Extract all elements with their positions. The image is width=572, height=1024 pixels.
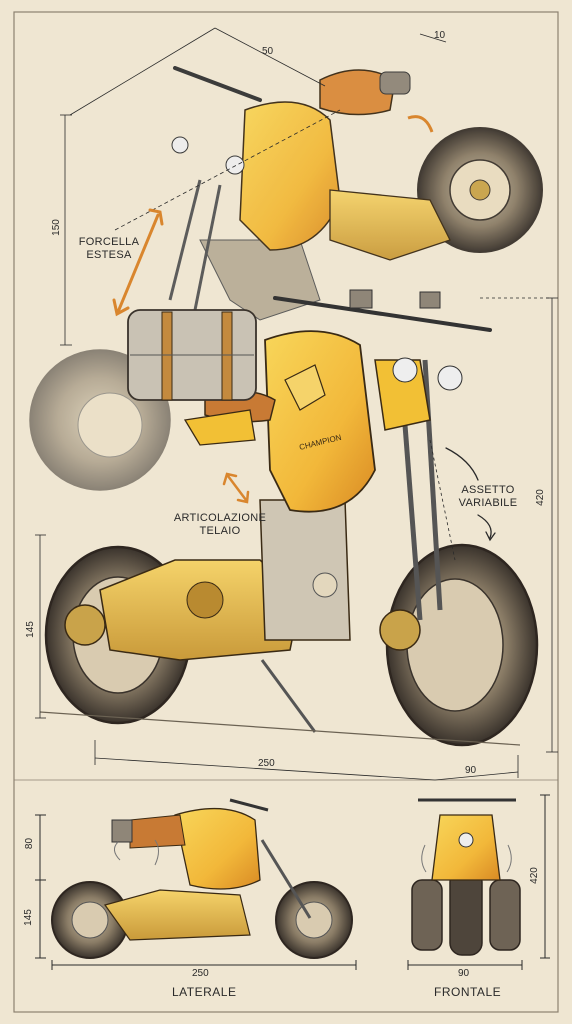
top-bike-illustration — [168, 66, 543, 321]
forcella-arrow — [112, 208, 164, 317]
dim-main-wheelbase: 250 — [258, 758, 275, 769]
caption-laterale: LATERALE — [172, 985, 237, 999]
main-kickstand — [260, 659, 317, 733]
main-headlight-1 — [392, 357, 418, 383]
top-engine — [329, 189, 451, 261]
main-bike-illustration: CHAMPION — [39, 289, 539, 747]
top-handlebar — [173, 66, 262, 102]
main-fuel-tank — [264, 330, 376, 513]
top-fuel-tank — [239, 101, 341, 251]
articolazione-label: ARTICOLAZIONE TELAIO — [160, 512, 280, 538]
dim-top-height: 150 — [50, 219, 62, 236]
side-fuel-tank — [174, 807, 261, 890]
assetto-label: ASSETTO VARIABILE — [452, 484, 524, 510]
articolazione-arrow — [222, 472, 250, 504]
dim-main-height-front: 420 — [534, 489, 546, 506]
dim-top-length: 50 — [262, 46, 274, 57]
top-seat — [319, 69, 396, 116]
main-headlight-2 — [437, 365, 463, 391]
dim-side-upper: 80 — [24, 837, 36, 850]
assetto-label-line2: VARIABILE — [458, 497, 518, 509]
main-ground-line — [39, 711, 521, 746]
dim-front-width: 90 — [458, 968, 470, 979]
articolazione-label-line1: ARTICOLAZIONE — [173, 512, 267, 524]
frame-border — [13, 11, 559, 1013]
dim-main-height-rear: 145 — [24, 621, 36, 638]
forcella-label: FORCELLA ESTESA — [74, 236, 144, 262]
dim-front-height: 420 — [528, 867, 540, 884]
dim-side-length: 250 — [192, 968, 209, 979]
dim-main-front-ext: 90 — [465, 765, 477, 776]
dim-side-lower: 145 — [22, 909, 34, 926]
front-dimension-lines — [407, 794, 550, 970]
assetto-arrow — [445, 447, 496, 542]
front-center-wheel — [449, 869, 483, 956]
top-curved-arrow — [407, 115, 434, 133]
dim-top-offset: 10 — [434, 30, 446, 41]
side-view-bike — [51, 798, 353, 959]
forcella-label-line2: ESTESA — [86, 249, 132, 261]
articolazione-label-line2: TELAIO — [199, 525, 241, 537]
front-view-bike — [411, 798, 521, 956]
caption-frontale: FRONTALE — [434, 985, 502, 999]
tank-emblem — [284, 364, 326, 411]
side-dimension-lines — [35, 814, 357, 970]
main-dimension-lines — [35, 297, 558, 781]
main-handlebar — [273, 296, 492, 332]
forcella-label-line1: FORCELLA — [78, 236, 140, 248]
assetto-label-line1: ASSETTO — [461, 484, 515, 496]
front-left-wheel — [411, 879, 443, 951]
front-right-wheel — [489, 879, 521, 951]
